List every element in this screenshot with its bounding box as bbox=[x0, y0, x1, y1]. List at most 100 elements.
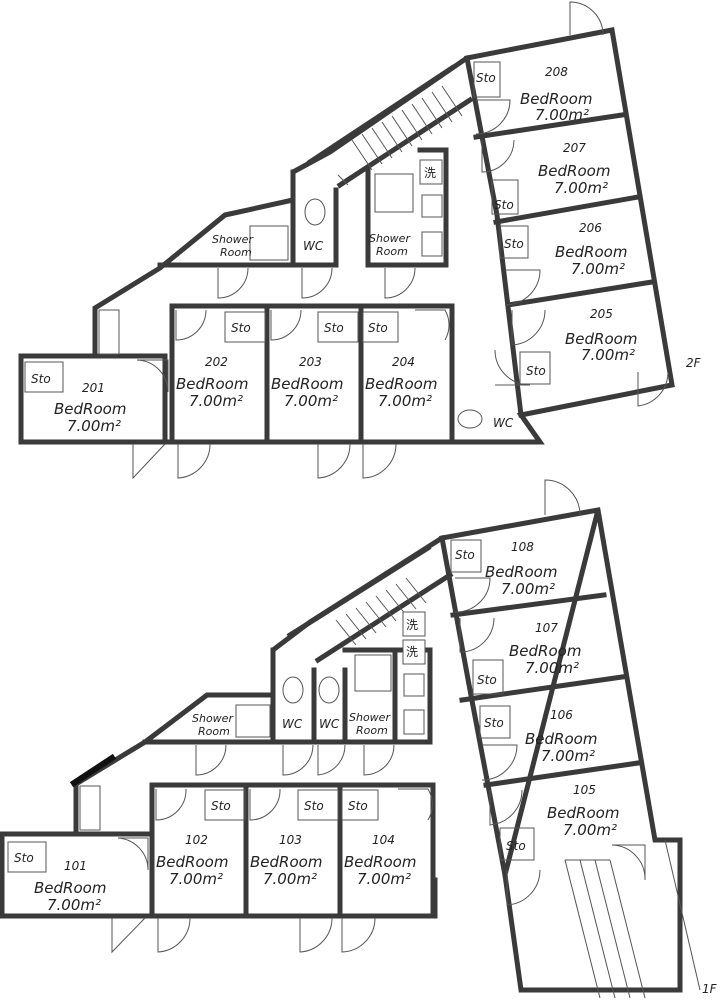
floor-2f-fridge-icon bbox=[421, 231, 443, 257]
room-106-number: 106 bbox=[550, 708, 573, 722]
shower-room-a-line2: Room bbox=[220, 246, 252, 259]
room-206-area: 7.00m² bbox=[571, 260, 625, 278]
storage-108-label: Sto bbox=[455, 548, 475, 562]
floor-1f-stair-walls bbox=[286, 544, 454, 664]
shower-room-b-line1: Shower bbox=[369, 232, 411, 245]
floor-2f-storage-201-box bbox=[24, 361, 64, 393]
room-205-name: BedRoom bbox=[565, 330, 637, 348]
floor-2f-toilet-icon bbox=[304, 198, 326, 226]
shower-room-b-line2: Room bbox=[376, 245, 408, 258]
floor-1f-shower-tray-icon-2 bbox=[354, 654, 392, 692]
room-205-number: 205 bbox=[590, 307, 613, 321]
storage-203-label: Sto bbox=[324, 321, 344, 335]
floor-2f-washer-icon bbox=[419, 159, 443, 185]
storage-106-label: Sto bbox=[484, 716, 504, 730]
shower-room-d-line1: Shower bbox=[349, 711, 391, 724]
floor-1f-label: 1F bbox=[702, 982, 718, 996]
wc-b-label: WC bbox=[493, 416, 514, 430]
floor-1f-toilet-icon bbox=[282, 676, 304, 704]
floor-2f: 208 BedRoom 7.00m² 207 BedRoom 7.00m² 20… bbox=[18, 1, 702, 480]
floor-2f-partitions bbox=[92, 55, 655, 445]
floor-1f-washer-icon bbox=[402, 611, 426, 637]
floor-2f-stair-walls bbox=[306, 64, 474, 189]
floor-2f-toilet-icon-2 bbox=[457, 409, 483, 429]
room-102-number: 102 bbox=[185, 833, 208, 847]
room-203-area: 7.00m² bbox=[284, 392, 338, 410]
room-103-number: 103 bbox=[279, 833, 302, 847]
floor-2f-stair-treads bbox=[337, 85, 463, 186]
wc-d-label: WC bbox=[319, 717, 340, 731]
wc-c-label: WC bbox=[282, 717, 303, 731]
floor-2f-label: 2F bbox=[686, 356, 702, 370]
floor-2f-storage-202-box bbox=[224, 311, 266, 343]
floor-1f-storage-108-box bbox=[450, 539, 482, 573]
room-105-area: 7.00m² bbox=[563, 821, 617, 839]
room-207-name: BedRoom bbox=[538, 162, 610, 180]
floor-1f-entrance-steps bbox=[564, 839, 701, 999]
storage-102-label: Sto bbox=[211, 799, 231, 813]
room-108-name: BedRoom bbox=[485, 563, 557, 581]
storage-101-label: Sto bbox=[14, 851, 34, 865]
room-105-number: 105 bbox=[573, 783, 596, 797]
room-103-area: 7.00m² bbox=[263, 870, 317, 888]
floor-1f-shoe-cabinet-icon bbox=[79, 785, 101, 831]
storage-103-label: Sto bbox=[304, 799, 324, 813]
floor-1f-toilet-icon-2 bbox=[318, 676, 340, 704]
wash-label-a: 洗 bbox=[406, 618, 418, 632]
room-103-name: BedRoom bbox=[250, 853, 322, 871]
room-201-number: 201 bbox=[82, 381, 105, 395]
floor-1f-washer-icon-2 bbox=[402, 639, 426, 665]
room-208-name: BedRoom bbox=[520, 90, 592, 108]
floor-1f-fridge-icon bbox=[403, 709, 425, 735]
floor-1f-partitions bbox=[0, 535, 641, 919]
room-101-number: 101 bbox=[64, 859, 87, 873]
floor-2f-storage-205-box bbox=[519, 351, 551, 385]
floor-1f-doors bbox=[111, 479, 646, 954]
room-206-name: BedRoom bbox=[555, 243, 627, 261]
floor-1f-sink-icon bbox=[403, 673, 425, 697]
room-206-number: 206 bbox=[579, 221, 602, 235]
shower-room-c-line1: Shower bbox=[192, 712, 234, 725]
shower-room-c-line2: Room bbox=[198, 725, 230, 738]
storage-204-label: Sto bbox=[368, 321, 388, 335]
floor-1f: 108 BedRoom 7.00m² 107 BedRoom 7.00m² 10… bbox=[0, 479, 718, 999]
room-204-name: BedRoom bbox=[365, 375, 437, 393]
floor-2f-doors bbox=[132, 1, 669, 480]
wash-label-b: 洗 bbox=[406, 645, 418, 659]
floor-1f-storage-105-box bbox=[499, 827, 535, 861]
floor-2f-shower-tray-icon bbox=[249, 225, 289, 261]
room-104-name: BedRoom bbox=[344, 853, 416, 871]
floor-2f-storage-204-box bbox=[362, 311, 399, 343]
room-107-area: 7.00m² bbox=[525, 659, 579, 677]
floor-1f-storage-101-box bbox=[7, 841, 47, 873]
room-201-name: BedRoom bbox=[54, 400, 126, 418]
floor-1f-storage-107-box bbox=[472, 659, 504, 695]
room-202-name: BedRoom bbox=[176, 375, 248, 393]
room-203-name: BedRoom bbox=[271, 375, 343, 393]
room-105-name: BedRoom bbox=[547, 804, 619, 822]
room-106-area: 7.00m² bbox=[541, 747, 595, 765]
storage-205-label: Sto bbox=[526, 364, 546, 378]
room-101-name: BedRoom bbox=[34, 879, 106, 897]
shower-room-d-line2: Room bbox=[356, 724, 388, 737]
floor-1f-storage-104-box bbox=[341, 789, 379, 821]
floor-2f-shower-tray-icon-2 bbox=[374, 173, 414, 213]
shower-room-a-line1: Shower bbox=[212, 233, 254, 246]
room-102-name: BedRoom bbox=[156, 853, 228, 871]
room-207-area: 7.00m² bbox=[554, 179, 608, 197]
room-202-area: 7.00m² bbox=[189, 392, 243, 410]
storage-207-label: Sto bbox=[494, 198, 514, 212]
storage-107-label: Sto bbox=[477, 673, 497, 687]
room-204-number: 204 bbox=[392, 355, 415, 369]
floor-2f-storage-203-box bbox=[317, 311, 359, 343]
storage-201-label: Sto bbox=[31, 372, 51, 386]
room-203-number: 203 bbox=[299, 355, 322, 369]
storage-105-label: Sto bbox=[506, 839, 526, 853]
room-205-area: 7.00m² bbox=[581, 346, 635, 364]
room-101-area: 7.00m² bbox=[47, 896, 101, 914]
floor-2f-storage-206-box bbox=[499, 225, 529, 259]
room-201-area: 7.00m² bbox=[67, 417, 121, 435]
room-202-number: 202 bbox=[205, 355, 228, 369]
room-208-area: 7.00m² bbox=[535, 106, 589, 124]
